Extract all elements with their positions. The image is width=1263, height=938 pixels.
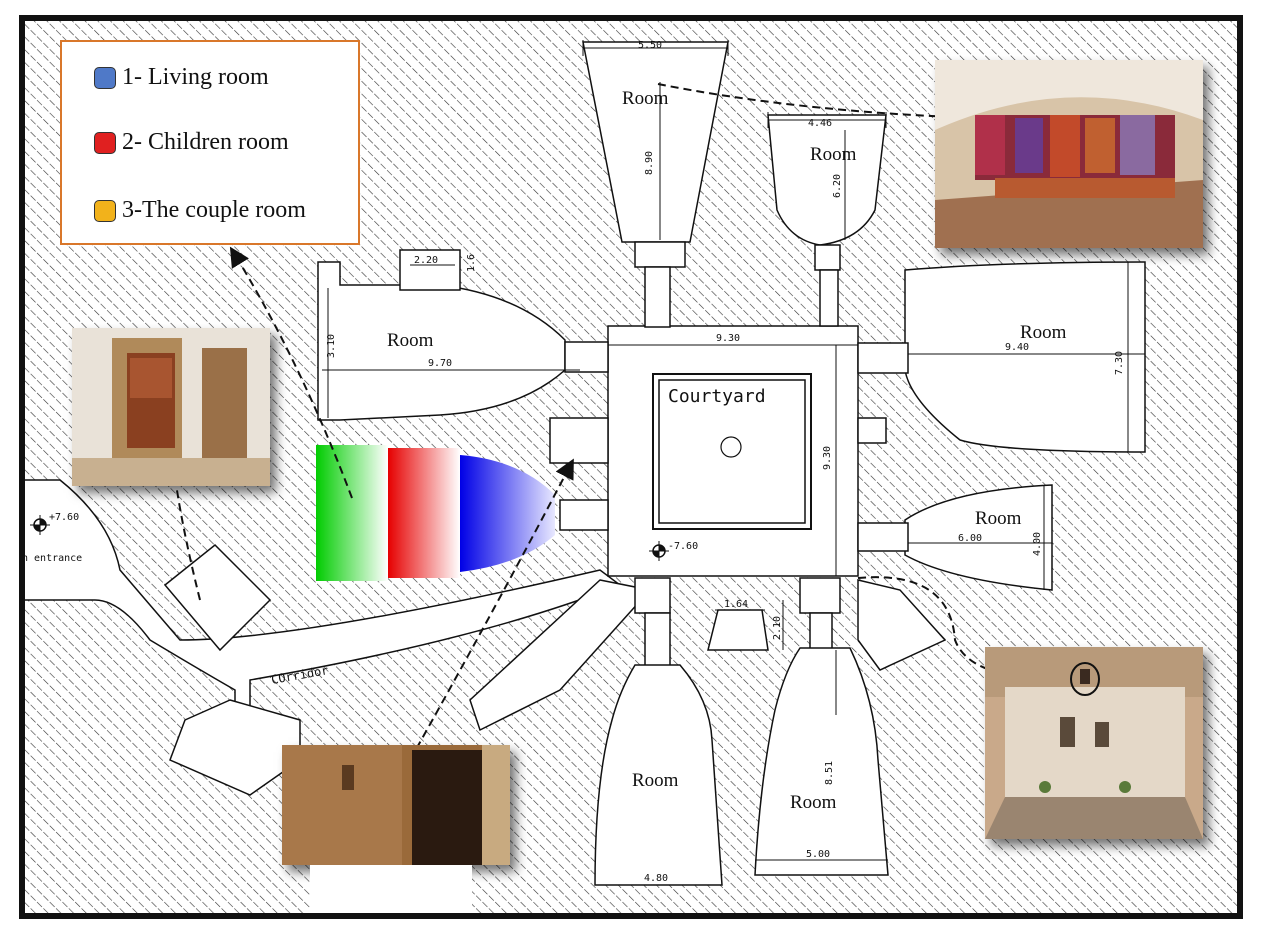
dim-bottom-left-width: 4.80 [644,873,668,884]
level-marker-center [649,541,669,561]
courtyard-well [720,436,742,458]
corridor-end [169,699,301,796]
dim-top-room-width: 5.50 [638,40,662,51]
room-label-left: Room [387,330,434,351]
dim-bottom-right-height: 8.51 [824,761,835,785]
legend-swatch-red [94,131,116,154]
entrance-label: n entrance [22,553,82,564]
courtyard-label: Courtyard [668,386,766,407]
gradient-living-room [316,445,388,581]
room-right-lower [904,484,1053,591]
legend-item-children-room: 2- Children room [94,129,289,156]
left-small-space [399,249,461,291]
level-label-left: +7.60 [49,512,79,523]
photo-entrance-door [72,328,270,486]
courtyard-inner-border [658,379,806,524]
dim-top-room-height: 8.90 [644,151,655,175]
room-label-bottom-right: Room [790,792,837,813]
room-label-right: Room [1020,322,1067,343]
caption-blank-area [310,865,472,913]
legend-label-living-room: 1- Living room [122,64,269,90]
gradient-children-room [388,448,460,578]
dim-bottom-right-width: 5.00 [806,849,830,860]
dim-left-room-height: 3.10 [326,334,337,358]
small-bottom-space [707,609,769,651]
legend-swatch-yellow [94,199,116,222]
legend-label-children-room: 2- Children room [122,129,289,155]
legend-item-living-room: 1- Living room [94,64,269,91]
dim-right-room-height: 7.30 [1114,351,1125,375]
dim-top-right-room-width: 4.46 [808,118,832,129]
gradient-couple-room [460,455,555,572]
dim-top-right-room-height: 6.20 [832,174,843,198]
photo-courtyard [985,647,1203,839]
outer-frame [19,15,1243,919]
dim-small-bottom-height: 2.10 [772,616,783,640]
photo-living-room-interior [935,60,1203,248]
level-label-center: -7.60 [668,541,698,552]
corridor-space [21,479,622,721]
dim-left-room-length: 9.70 [428,358,452,369]
room-bottom-right [754,647,889,876]
room-bottom-left [594,664,723,886]
legend-item-couple-room: 3-The couple room [94,197,306,224]
dim-right-lower-length: 6.00 [958,533,982,544]
dim-small-bottom-width: 1.64 [724,599,748,610]
legend-swatch-blue [94,66,116,89]
dim-left-small-width: 2.20 [414,255,438,266]
room-label-top: Room [622,88,669,109]
dimension-lines [322,40,1145,886]
dim-right-lower-height: 4.00 [1032,532,1043,556]
room-label-bottom-left: Room [632,770,679,791]
room-right [904,261,1146,453]
legend-box: 1- Living room 2- Children room 3-The co… [60,40,360,245]
photo-wall-niche [282,745,510,865]
room-label-top-right: Room [810,144,857,165]
dim-courtyard-width: 9.30 [716,333,740,344]
legend-label-couple-room: 3-The couple room [122,197,306,223]
dim-left-small-height: 1.6 [466,254,477,272]
room-label-right-lower: Room [975,508,1022,529]
dim-right-room-length: 9.40 [1005,342,1029,353]
dim-courtyard-height: 9.30 [822,446,833,470]
room-top [582,41,729,243]
level-marker-left [30,515,50,535]
